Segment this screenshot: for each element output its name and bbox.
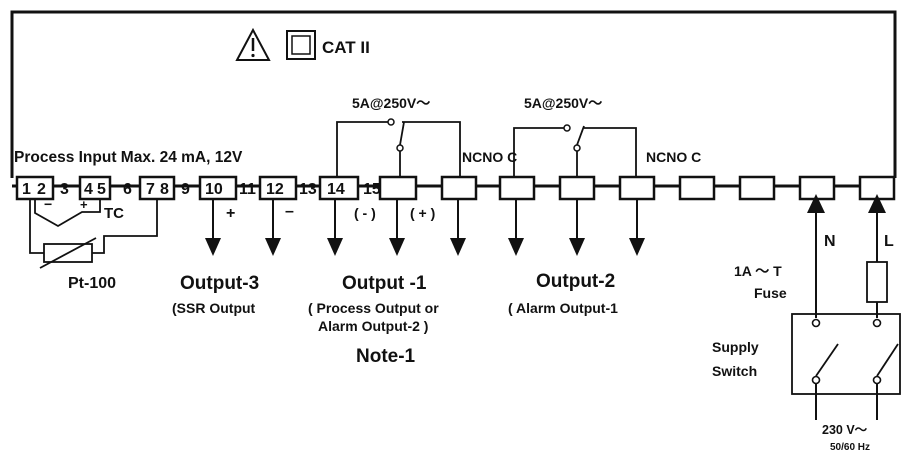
arrow-down-icon: [569, 199, 585, 256]
output-1-desc-line-2: Alarm Output-2 ): [318, 318, 428, 334]
tc-label: TC: [104, 205, 124, 222]
arrow-down-icon: [629, 199, 645, 256]
terminal-number-9: 9: [181, 181, 190, 198]
arrow-down-icon: [265, 199, 281, 256]
relay-2-rating: 5A@250V～: [524, 95, 602, 111]
supply-switch-box: [791, 313, 901, 395]
terminal-number-11: 11: [239, 181, 256, 198]
terminal-box: [618, 175, 656, 201]
output-arrows: [205, 199, 645, 256]
warning-triangle-icon: [235, 27, 271, 61]
terminal-number-10: 10: [205, 181, 223, 198]
out3-plus-label: +: [226, 205, 235, 222]
fuse-label: Fuse: [754, 285, 787, 301]
arrow-down-icon: [508, 199, 524, 256]
double-insulation-square-icon: [286, 30, 316, 60]
terminal-4-5-box: [78, 175, 112, 201]
output-2-title: Output-2: [536, 271, 615, 292]
relay-2-contact-labels: NCNO C: [646, 149, 701, 165]
terminal-number-12: 12: [266, 181, 284, 198]
out1-minus-label: ( - ): [354, 205, 376, 221]
power-supply-section: N L 1A ～ T Fuse Supply Switch 230 V～ 50/…: [712, 194, 901, 453]
process-input-header: Process Input Max. 24 mA, 12V: [14, 149, 243, 166]
fuse-symbol: [866, 261, 888, 303]
arrow-down-icon: [327, 199, 343, 256]
terminal-box: [440, 175, 478, 201]
tc-plus-label: +: [80, 197, 88, 212]
terminal-number-8: 8: [160, 181, 169, 198]
terminal-number-6: 6: [123, 181, 132, 198]
terminal-14-box: [318, 175, 360, 201]
terminal-12-box: [258, 175, 298, 201]
relay-1-contact-labels: NCNO C: [462, 149, 517, 165]
relay-1-rating: 5A@250V～: [352, 95, 430, 111]
output-2-desc: ( Alarm Output-1: [508, 300, 618, 316]
switch-label-line-2: Switch: [712, 363, 757, 379]
output-3-title: Output-3: [180, 273, 259, 294]
pt100-sensor: Pt-100: [29, 199, 158, 292]
out1-plus-label: ( + ): [410, 205, 435, 221]
terminal-10-box: [198, 175, 238, 201]
note-label: Note-1: [356, 346, 416, 367]
supply-voltage-label: 230 V～: [822, 423, 868, 437]
terminal-number-4: 4: [84, 181, 93, 198]
terminal-number-14: 14: [327, 181, 345, 198]
terminal-box: [498, 175, 536, 201]
supply-frequency-label: 50/60 Hz: [830, 442, 870, 453]
terminal-box: [378, 175, 418, 201]
arrow-down-icon: [389, 199, 405, 256]
fuse-rating: 1A ～ T: [734, 263, 782, 279]
output-1-title: Output -1: [342, 273, 427, 294]
pt100-label: Pt-100: [68, 275, 116, 292]
terminal-box: [738, 175, 776, 201]
terminal-number-7: 7: [146, 181, 155, 198]
enclosure-outline: [10, 10, 897, 178]
arrow-down-icon: [205, 199, 221, 256]
terminal-box: [798, 175, 836, 201]
arrow-down-icon: [450, 199, 466, 256]
arrow-up-icon: [807, 194, 825, 318]
terminal-number-2: 2: [37, 181, 46, 198]
terminal-number-3: 3: [60, 181, 69, 198]
tc-minus-label: −: [44, 196, 52, 212]
out3-minus-label: –: [285, 203, 294, 220]
relay-1-contacts: [336, 118, 461, 178]
neutral-label: N: [824, 233, 836, 250]
switch-label-line-1: Supply: [712, 339, 759, 355]
output-3-desc: (SSR Output: [172, 300, 256, 316]
terminal-number-13: 13: [299, 181, 317, 198]
thermocouple-sensor: − + TC: [34, 196, 124, 228]
terminal-number-5: 5: [97, 181, 106, 198]
terminal-number-15: 15: [363, 181, 381, 198]
category-label: CAT II: [322, 38, 370, 57]
terminal-numbers: 1 2 3 4 5 6 7 8 9 10 11 12 13 14 15: [22, 181, 381, 198]
arrow-up-icon: [866, 194, 888, 318]
terminal-number-1: 1: [22, 181, 31, 198]
relay-2-contacts: [513, 124, 637, 178]
live-label: L: [884, 233, 894, 250]
output-1-desc-line-1: ( Process Output or: [308, 300, 439, 316]
terminal-box: [558, 175, 596, 201]
terminal-box: [678, 175, 716, 201]
